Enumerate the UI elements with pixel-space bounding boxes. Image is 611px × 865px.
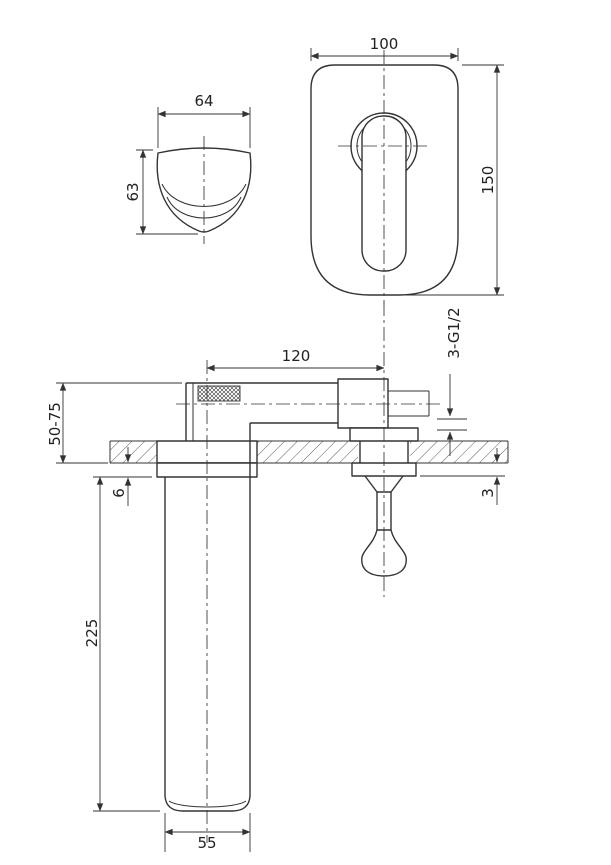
thread-callout-label: 3-G1/2 — [445, 307, 463, 358]
dim-spout-depth-label: 55 — [197, 834, 216, 852]
dim-spout-drop: 225 — [83, 476, 160, 812]
valve-trim-cone — [364, 475, 404, 493]
spout-column-bottom-cap — [164, 795, 251, 812]
dim-plate-width: 100 — [310, 35, 459, 61]
dim-center-distance-label: 120 — [282, 347, 311, 365]
spout-column-bottom-inner-line — [168, 800, 247, 808]
dim-valve-plate-offset: 3 — [420, 448, 505, 505]
dim-spout-width: 64 — [157, 92, 251, 148]
dim-wall-depth: 50-75 — [46, 382, 182, 464]
aerator-section — [197, 385, 241, 402]
wall-plate-outline — [310, 64, 459, 296]
installation-side-view: 120 3-G1/2 50-75 6 3 — [46, 302, 509, 852]
dim-spout-depth: 55 — [164, 813, 251, 852]
valve-wall-sleeve — [359, 441, 409, 463]
dim-plate-width-label: 100 — [370, 35, 399, 53]
wall-section — [109, 440, 509, 464]
dim-spout-drop-label: 225 — [83, 619, 101, 648]
valve-body-block — [337, 378, 389, 429]
dim-spout-plate-label: 6 — [110, 488, 128, 498]
dim-plate-height-label: 150 — [479, 166, 497, 195]
dim-center-distance: 120 — [206, 347, 385, 372]
wall-end-caps — [109, 441, 509, 463]
wall-hatch-right — [410, 441, 508, 463]
valve-inlet-stub — [388, 390, 430, 417]
dim-spout-width-label: 64 — [194, 92, 213, 110]
spout-front-outline — [156, 147, 252, 233]
dim-spout-height-label: 63 — [124, 182, 142, 201]
dim-spout-height: 63 — [124, 149, 198, 235]
dim-valve-plate-label: 3 — [479, 488, 497, 498]
thread-callout-ticks — [437, 418, 467, 431]
valve-stem — [376, 492, 392, 530]
wall-hatch-middle — [257, 441, 358, 463]
spout-front-view: 64 63 — [124, 92, 252, 244]
thread-callout: 3-G1/2 — [437, 307, 467, 456]
dim-wall-depth-label: 50-75 — [46, 402, 64, 446]
plate-front-view: 100 150 — [310, 35, 504, 305]
dim-plate-height: 150 — [404, 64, 504, 296]
wall-hatch-left — [110, 441, 157, 463]
